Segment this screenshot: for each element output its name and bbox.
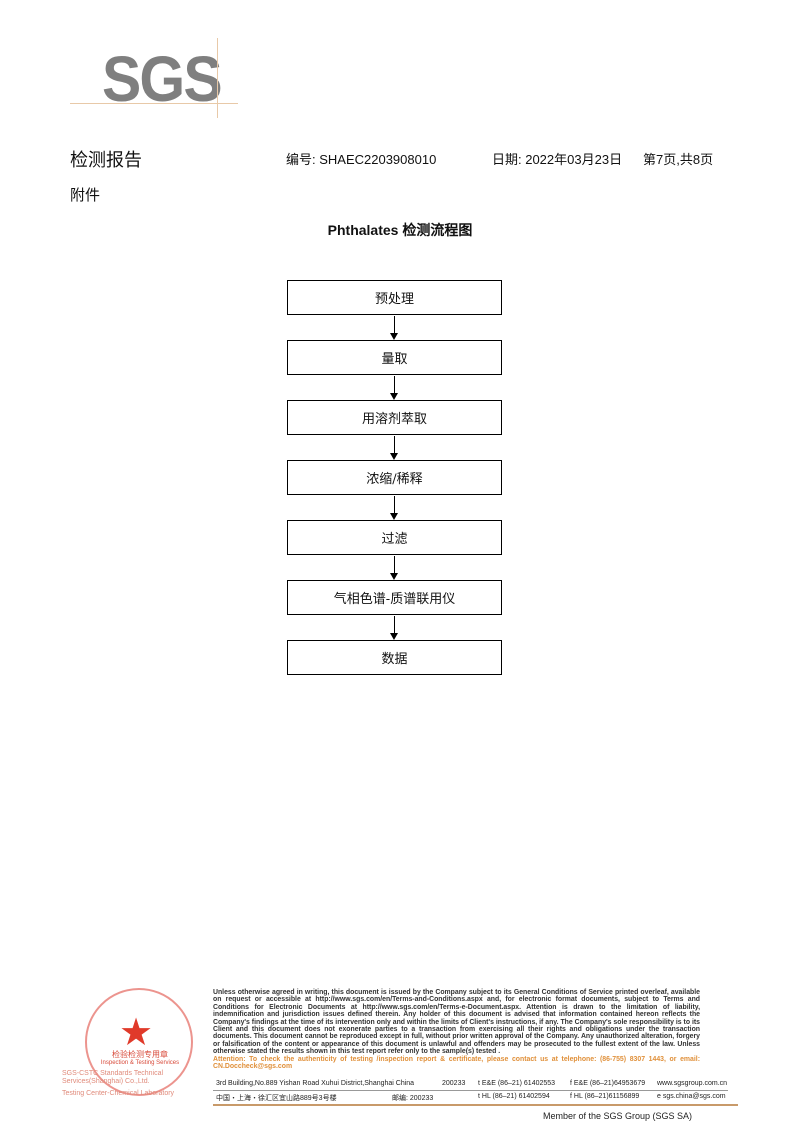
fax: f HL (86–21)61156899 bbox=[570, 1093, 640, 1100]
page-number: 第7页,共8页 bbox=[643, 152, 714, 167]
seal-text: Inspection & Testing Services bbox=[100, 1060, 180, 1066]
flow-arrow bbox=[390, 496, 398, 520]
email: e sgs.china@sgs.com bbox=[657, 1093, 726, 1100]
legal-text: Unless otherwise agreed in writing, this… bbox=[213, 989, 700, 1056]
sgs-logo: SGS bbox=[102, 43, 223, 115]
footer-divider bbox=[213, 1104, 738, 1106]
flow-step: 用溶剂萃取 bbox=[287, 400, 502, 435]
fax: f E&E (86–21)64953679 bbox=[570, 1080, 646, 1087]
company-name: SGS-CSTC Standards Technical Services(Sh… bbox=[62, 1070, 164, 1085]
lab-name: Testing Center-Chemical Laboratory bbox=[62, 1090, 175, 1097]
seal-text: 检验检测专用章 bbox=[112, 1050, 168, 1059]
star-icon: ★ bbox=[119, 1012, 154, 1054]
report-date: 日期: 2022年03月23日 bbox=[492, 152, 623, 167]
report-number: 编号: SHAEC2203908010 bbox=[286, 152, 437, 167]
flow-step: 量取 bbox=[287, 340, 502, 375]
address-cn: 中国・上海・徐汇区宜山路889号3号楼 bbox=[216, 1095, 337, 1102]
logo-divider bbox=[217, 38, 218, 118]
flow-arrow bbox=[390, 556, 398, 580]
flow-arrow bbox=[390, 376, 398, 400]
attention-notice: Attention: To check the authenticity of … bbox=[213, 1055, 700, 1071]
flow-arrow bbox=[390, 616, 398, 640]
report-title: 检测报告 bbox=[70, 150, 142, 170]
flow-step: 数据 bbox=[287, 640, 502, 675]
zip-en: 200233 bbox=[442, 1080, 466, 1087]
flow-arrow bbox=[390, 436, 398, 460]
annex-label: 附件 bbox=[70, 187, 101, 204]
company-seal bbox=[85, 988, 193, 1096]
flow-step: 过滤 bbox=[287, 520, 502, 555]
legal-disclaimer: Unless otherwise agreed in writing, this… bbox=[213, 989, 700, 1070]
logo-divider bbox=[70, 103, 238, 104]
flow-step: 预处理 bbox=[287, 280, 502, 315]
flow-arrow bbox=[390, 316, 398, 340]
website: www.sgsgroup.com.cn bbox=[657, 1080, 728, 1087]
flow-step: 浓缩/稀释 bbox=[287, 460, 502, 495]
flowchart-title: Phthalates 检测流程图 bbox=[327, 222, 473, 238]
flow-step: 气相色谱-质谱联用仪 bbox=[287, 580, 502, 615]
phone: t HL (86–21) 61402594 bbox=[478, 1093, 550, 1100]
phone: t E&E (86–21) 61402553 bbox=[478, 1080, 556, 1087]
address-en: 3rd Building,No.889 Yishan Road Xuhui Di… bbox=[216, 1080, 415, 1087]
divider bbox=[213, 1090, 728, 1091]
member-statement: Member of the SGS Group (SGS SA) bbox=[543, 1111, 693, 1121]
zip-cn: 邮编: 200233 bbox=[392, 1095, 434, 1102]
